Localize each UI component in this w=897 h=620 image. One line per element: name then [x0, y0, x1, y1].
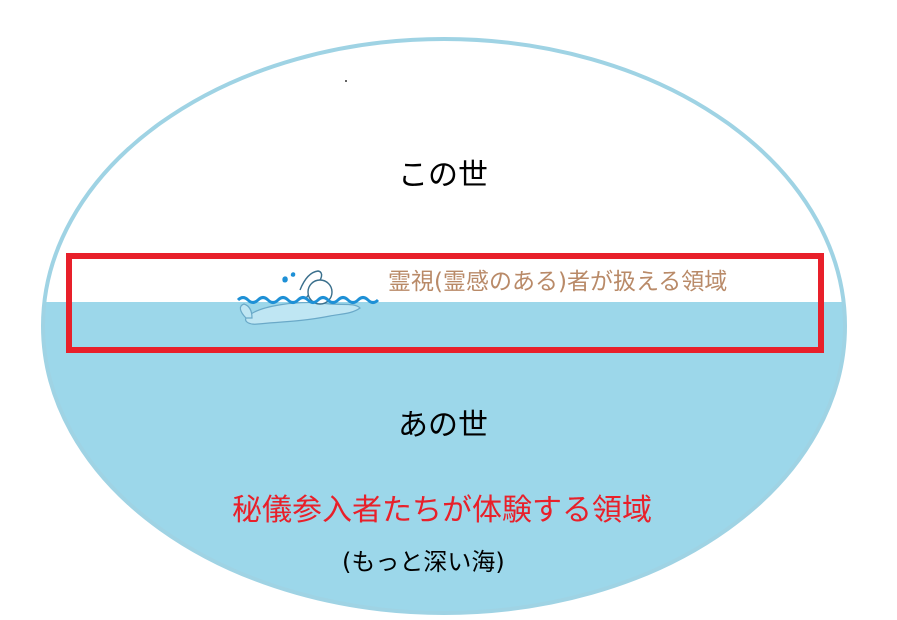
wave-icon [236, 296, 380, 304]
swimmer-icon [236, 270, 380, 325]
spirit-band-frame [66, 253, 824, 353]
mystic-area-label: 秘儀参入者たちが体験する領域 [232, 493, 652, 528]
this-world-label: この世 [398, 158, 488, 193]
stray-dot [345, 80, 347, 82]
world-boundary-oval [41, 37, 847, 615]
splash-icon [282, 272, 296, 283]
spirit-band-label: 霊視(霊感のある)者が扱える領域 [388, 269, 728, 295]
other-world-label: あの世 [398, 408, 488, 443]
deeper-sea-label: (もっと深い海) [342, 548, 505, 576]
